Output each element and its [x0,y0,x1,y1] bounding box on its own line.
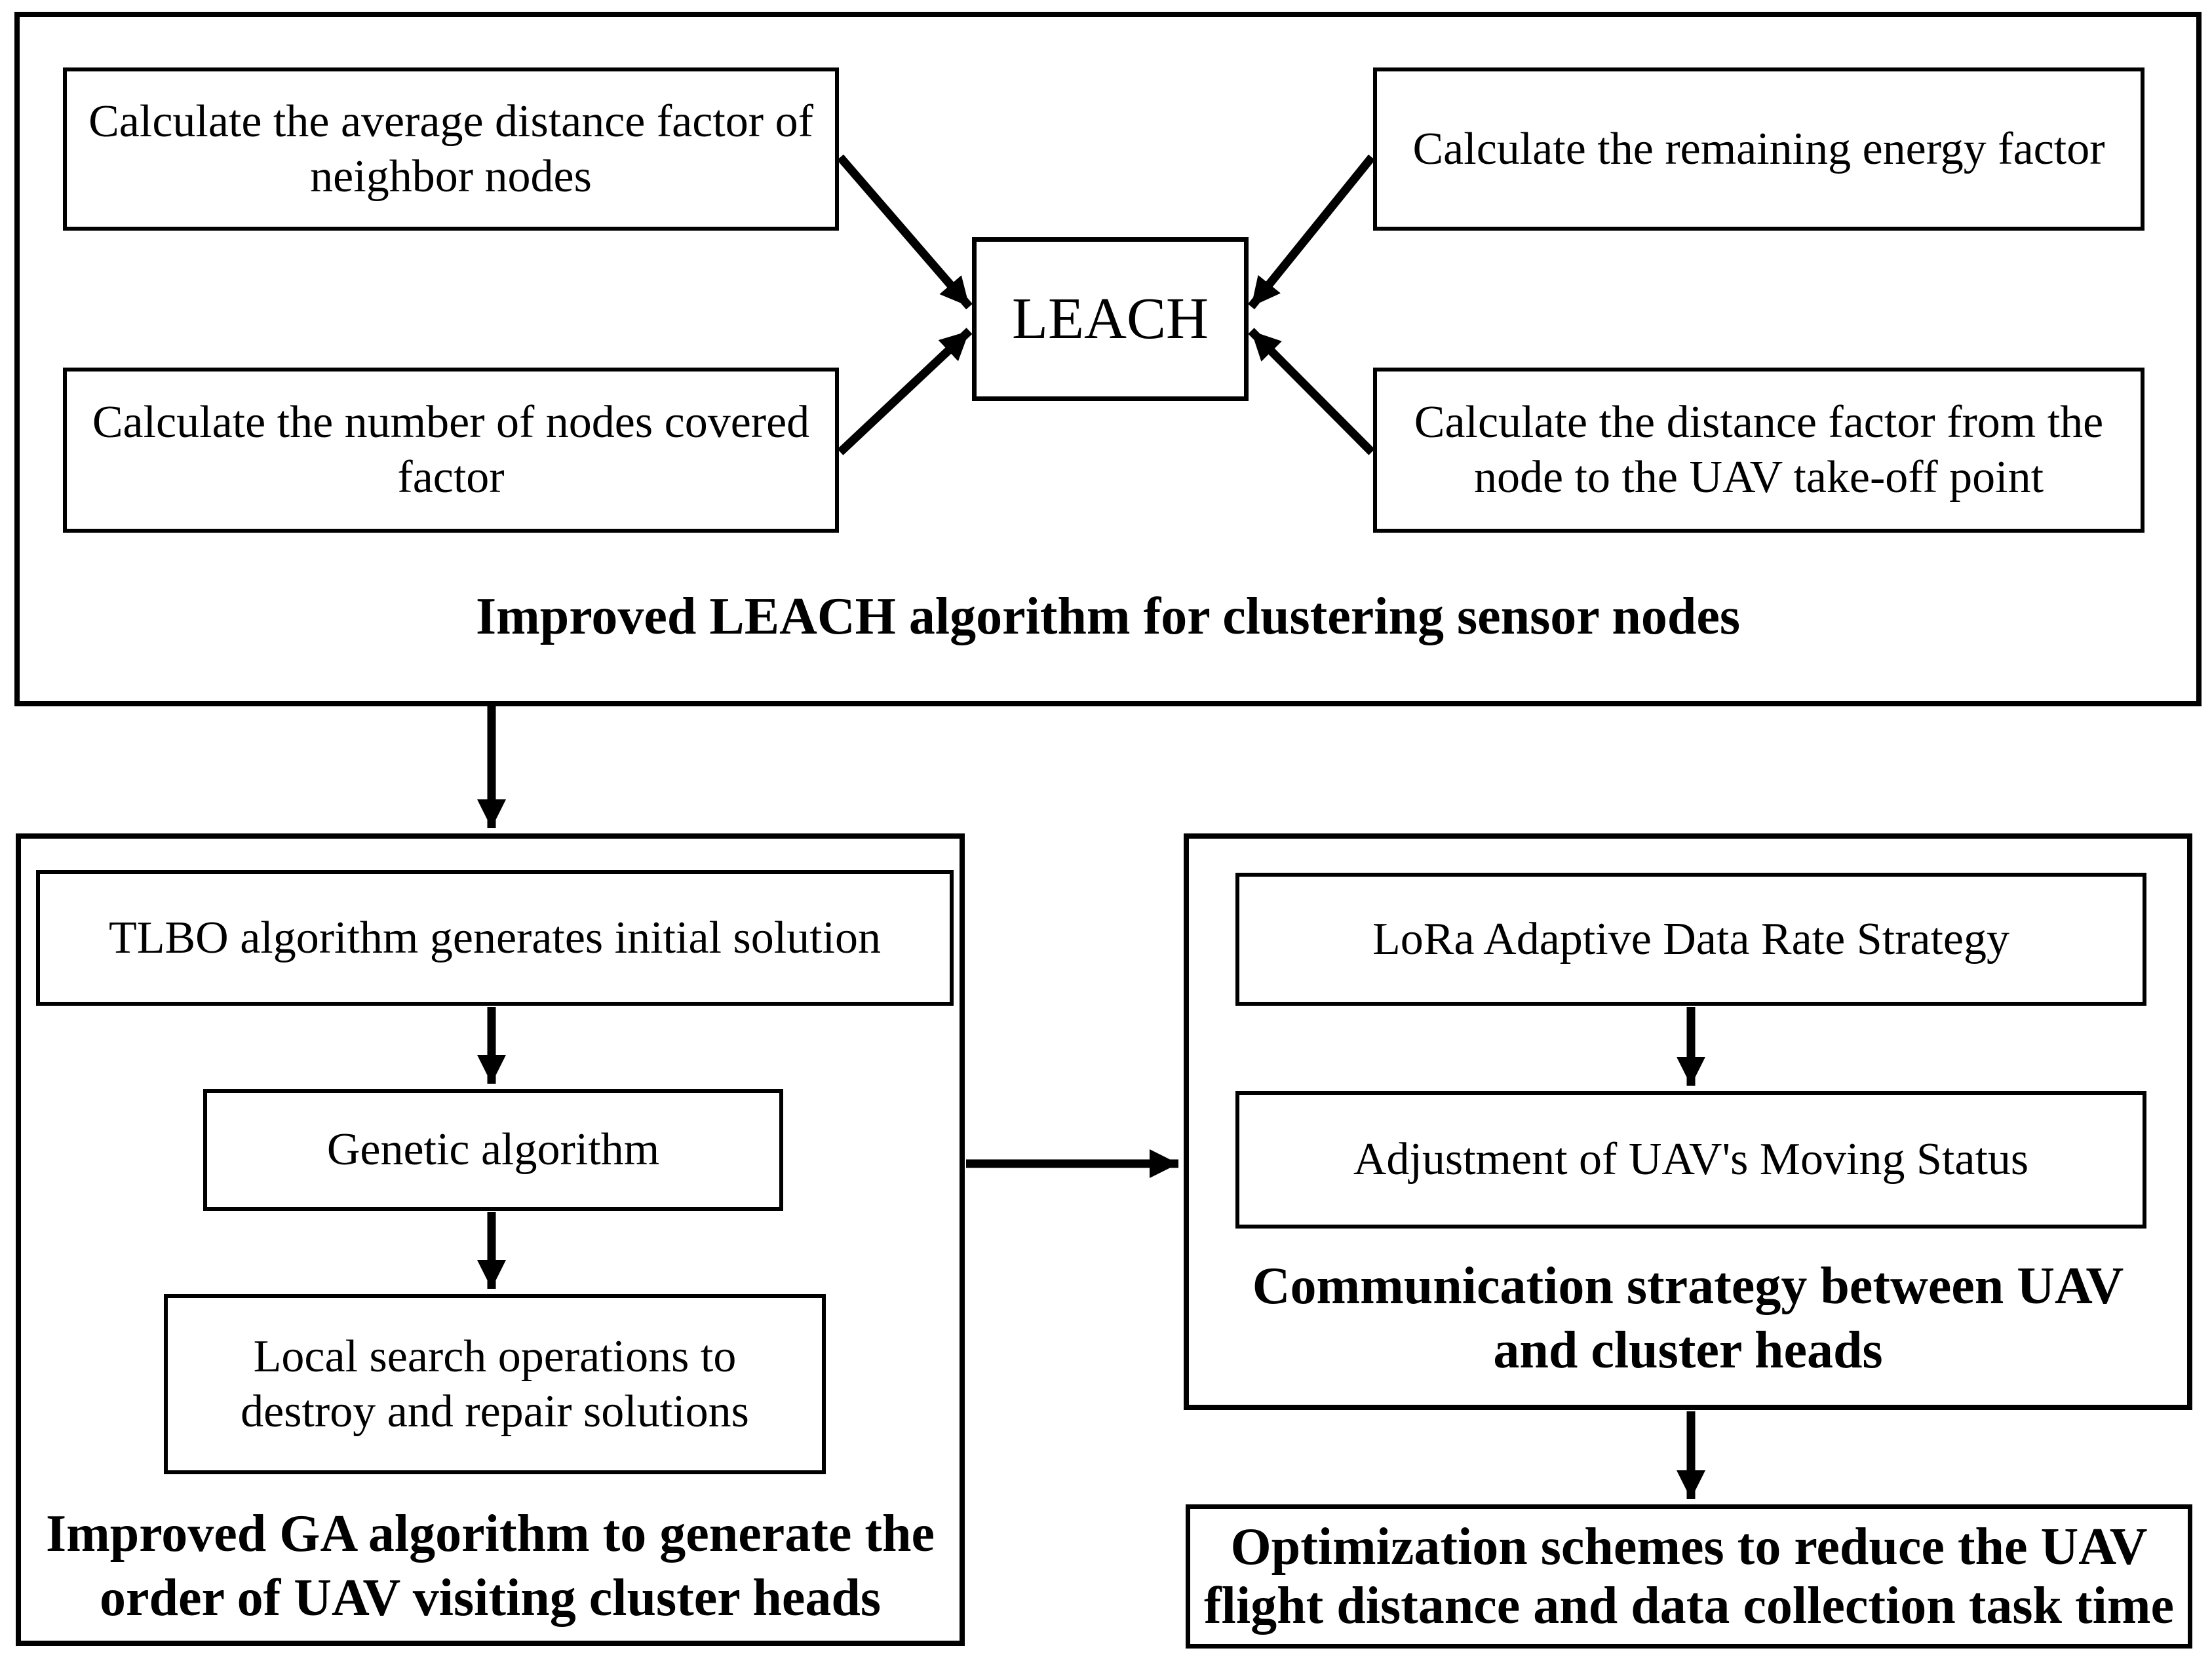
node-optimization-outcome: Optimization schemes to reduce the UAV f… [1186,1504,2192,1649]
node-text-line: Calculate the number of nodes covered [92,397,810,448]
leach-section-caption: Improved LEACH algorithm for clustering … [14,585,2202,648]
node-avg-distance-factor: Calculate the average distance factor of… [63,67,839,231]
node-distance-takeoff-factor: Calculate the distance factor from the n… [1373,368,2144,533]
node-text-line: factor [397,452,505,503]
comm-section-caption: Communication strategy between UAV and c… [1184,1254,2192,1382]
node-text-line: destroy and repair solutions [241,1386,749,1437]
node-text-line: node to the UAV take-off point [1473,452,2044,503]
node-text-line: Calculate the remaining energy factor [1412,123,2105,174]
node-text-line: TLBO algorithm generates initial solutio… [108,912,882,963]
node-text-line: Optimization schemes to reduce the UAV [1230,1518,2148,1576]
node-leach: LEACH [972,237,1249,401]
node-text-line: Genetic algorithm [326,1124,660,1175]
caption-text-line: Improved GA algorithm to generate the [45,1505,935,1563]
caption-text-line: and cluster heads [1493,1322,1883,1379]
node-uav-moving-status-adjustment: Adjustment of UAV's Moving Status [1235,1091,2146,1229]
node-text-line: Adjustment of UAV's Moving Status [1353,1134,2029,1185]
node-text-line: flight distance and data collection task… [1204,1577,2174,1635]
node-text-line: LEACH [1012,286,1209,351]
node-text-line: neighbor nodes [310,151,592,202]
node-tlbo-initial-solution: TLBO algorithm generates initial solutio… [36,870,954,1006]
node-genetic-algorithm: Genetic algorithm [203,1089,783,1211]
node-text-line: Calculate the distance factor from the [1414,397,2104,448]
node-text-line: LoRa Adaptive Data Rate Strategy [1372,913,2009,964]
node-nodes-covered-factor: Calculate the number of nodes covered fa… [63,368,839,533]
node-text-line: Calculate the average distance factor of [88,96,813,147]
caption-text-line: Improved LEACH algorithm for clustering … [476,588,1740,645]
caption-text-line: order of UAV visiting cluster heads [100,1569,881,1627]
node-lora-adaptive-data-rate: LoRa Adaptive Data Rate Strategy [1235,873,2146,1006]
node-local-search-operations: Local search operations to destroy and r… [164,1294,826,1474]
node-text-line: Local search operations to [253,1331,737,1382]
caption-text-line: Communication strategy between UAV [1252,1257,2124,1315]
node-remaining-energy-factor: Calculate the remaining energy factor [1373,67,2144,231]
ga-section-caption: Improved GA algorithm to generate the or… [16,1502,965,1630]
